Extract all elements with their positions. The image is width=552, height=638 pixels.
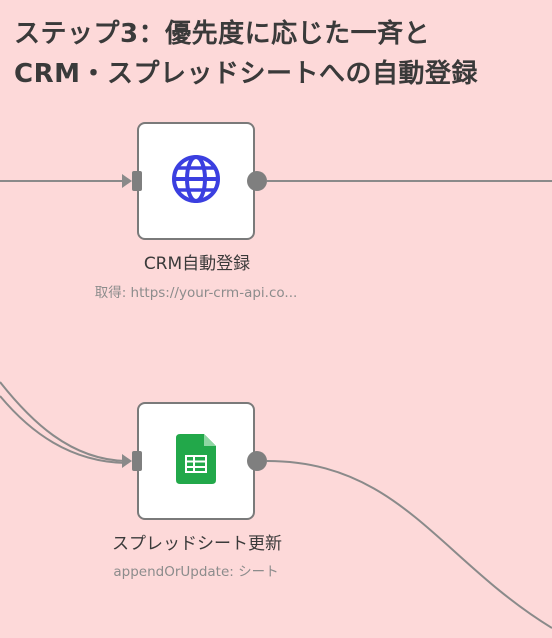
sheets-node-subtitle: appendOrUpdate: シート [113,564,279,580]
connection-line[interactable] [0,395,127,464]
arrow-head [122,454,132,468]
sheets-node-title: スプレッドシート更新 [112,534,282,554]
globe-icon [170,153,222,209]
arrow-head [122,174,132,188]
sheets-output-port[interactable] [247,451,267,471]
connection-line[interactable] [0,381,127,462]
sheets-input-port[interactable] [132,451,142,471]
sheets-node[interactable] [137,402,255,520]
sticky-note[interactable]: ステップ3：優先度に応じた一斉と CRM・スプレッドシートへの自動登録 [14,14,544,94]
google-sheets-icon [176,434,216,488]
crm-output-port[interactable] [247,171,267,191]
sticky-note-line2: CRM・スプレッドシートへの自動登録 [14,59,478,89]
crm-node-subtitle: 取得: https://your-crm-api.co... [94,285,298,301]
crm-node-title: CRM自動登録 [143,254,251,274]
connection-line[interactable] [266,460,552,629]
crm-input-port[interactable] [132,171,142,191]
sticky-note-line1: ステップ3：優先度に応じた一斉と [14,19,431,49]
crm-node[interactable] [137,122,255,240]
